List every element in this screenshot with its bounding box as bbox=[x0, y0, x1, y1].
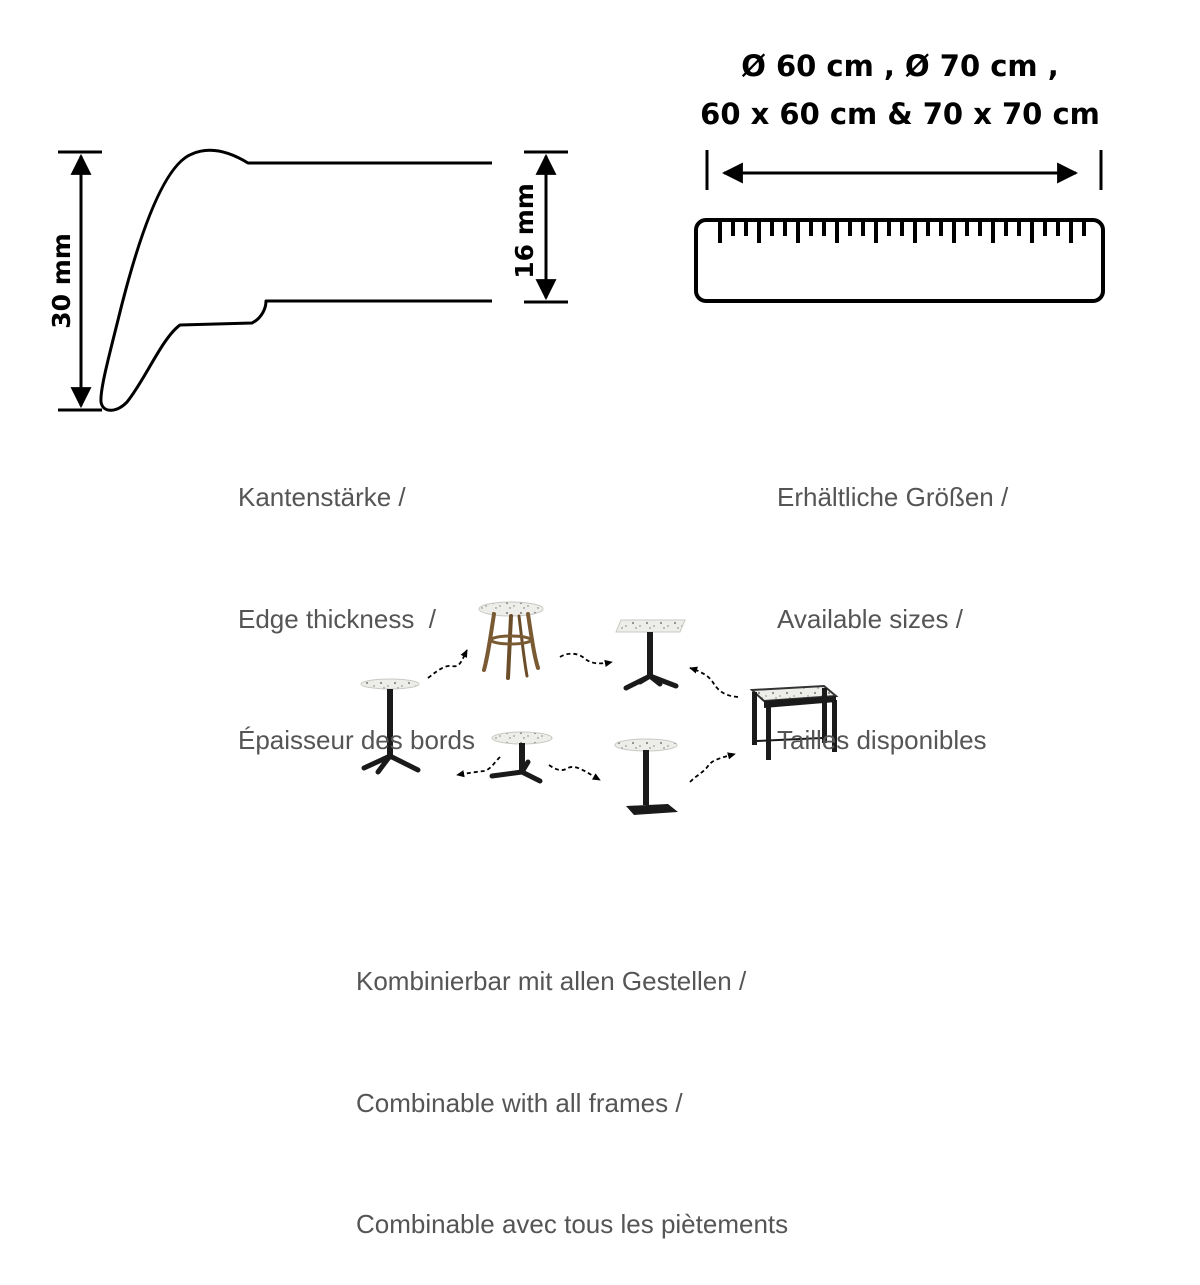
connector-arrow bbox=[689, 666, 739, 698]
square-cross-base-table-icon bbox=[615, 619, 686, 691]
tall-cross-base-table-icon bbox=[360, 678, 421, 775]
edge-profile-outline bbox=[99, 148, 492, 412]
connector-arrow bbox=[427, 649, 468, 679]
total-thickness-label: 30 mm bbox=[47, 233, 76, 329]
ruler-ticks bbox=[718, 222, 1086, 243]
connector-arrow bbox=[456, 756, 501, 778]
diagram-canvas: 30 mm 16 mm bbox=[47, 148, 1105, 815]
connector-arrow bbox=[548, 764, 601, 781]
frames-drawing bbox=[360, 601, 839, 815]
round-plate-base-table-icon bbox=[614, 738, 678, 815]
caption-line-de: Kombinierbar mit allen Gestellen / bbox=[356, 966, 747, 996]
connector-arrow bbox=[559, 652, 613, 667]
edge-profile-drawing: 30 mm 16 mm bbox=[47, 148, 568, 412]
frames-caption: Kombinierbar mit allen Gestellen / Combi… bbox=[356, 880, 788, 1285]
caption-line-de: Erhältliche Größen / bbox=[777, 482, 1009, 512]
caption-line-fr: Combinable avec tous les piètements bbox=[356, 1209, 789, 1239]
caption-line-en: Available sizes / bbox=[777, 603, 963, 634]
square-four-leg-table-icon bbox=[749, 684, 839, 760]
caption-line-en: Combinable with all frames / bbox=[356, 1087, 683, 1118]
sizes-line-2: 60 x 60 cm & 70 x 70 cm bbox=[700, 97, 1100, 131]
caption-line-en: Edge thickness / bbox=[238, 603, 436, 634]
available-sizes-caption: Erhältliche Größen / Available sizes / T… bbox=[777, 396, 1008, 801]
edge-thickness-caption: Kantenstärke / Edge thickness / Épaisseu… bbox=[238, 396, 475, 801]
edge-thickness-label: 16 mm bbox=[510, 183, 539, 279]
caption-line-fr: Tailles disponibles bbox=[777, 725, 987, 755]
caption-line-fr: Épaisseur des bords bbox=[238, 725, 476, 755]
connector-arrows bbox=[427, 649, 739, 783]
round-tripod-base-table-icon bbox=[489, 731, 553, 784]
connector-arrow bbox=[689, 752, 736, 783]
caption-line-de: Kantenstärke / bbox=[238, 482, 406, 512]
sizes-drawing bbox=[694, 150, 1105, 303]
sizes-line-1: Ø 60 cm , Ø 70 cm , bbox=[741, 49, 1059, 83]
wooden-bistro-table-icon bbox=[478, 601, 544, 680]
